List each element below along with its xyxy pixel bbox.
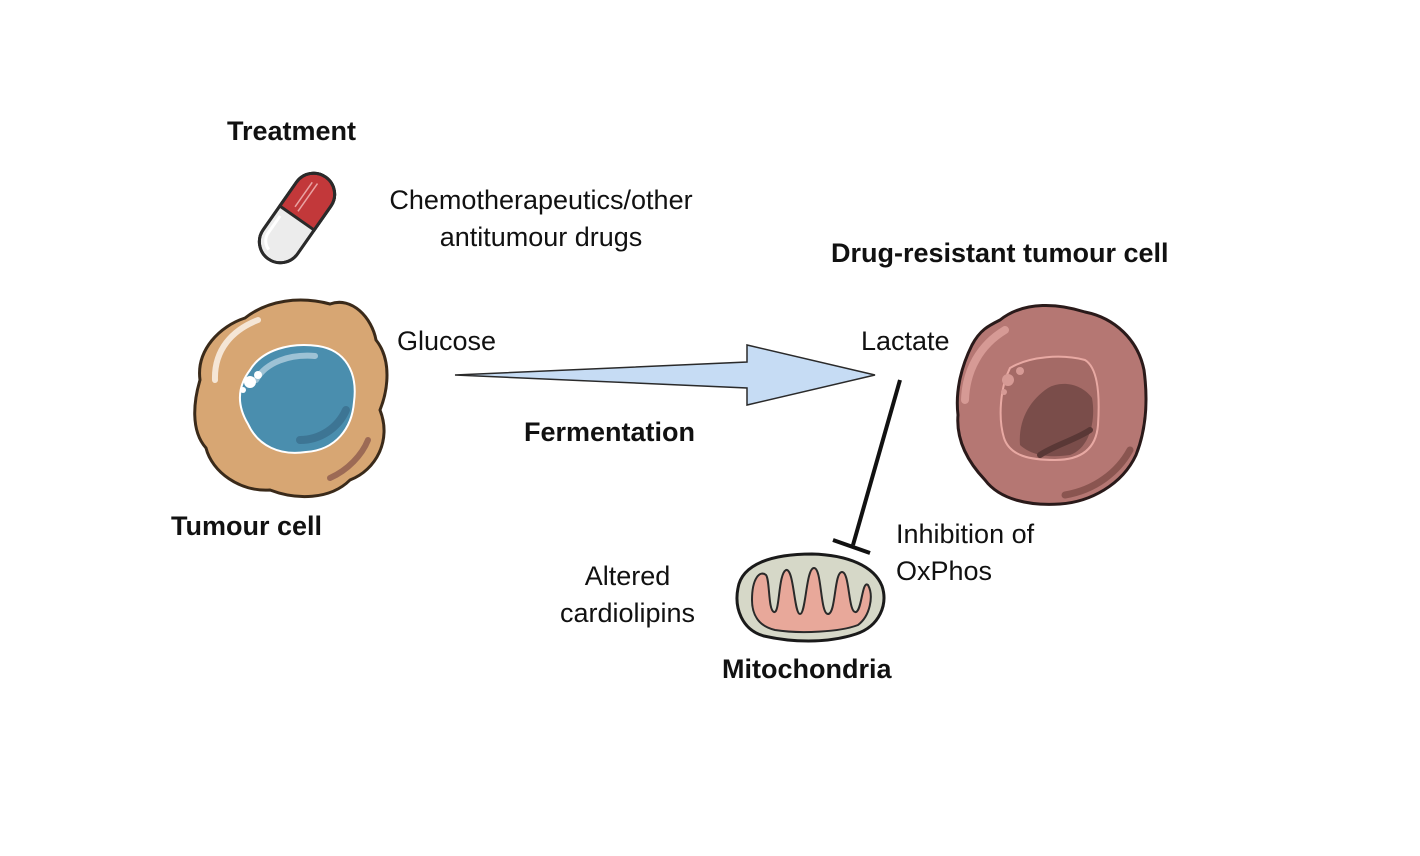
inhibition-label: Inhibition of OxPhos xyxy=(896,519,1034,587)
glucose-label: Glucose xyxy=(397,326,497,356)
inhibition-label-line1: Inhibition of xyxy=(896,519,1035,549)
drug-resistant-cell-icon xyxy=(955,304,1148,506)
mitochondria-icon xyxy=(735,552,886,643)
resistant-cell-label: Drug-resistant tumour cell xyxy=(831,238,1169,268)
treatment-title: Treatment xyxy=(227,116,357,146)
tumour-cell-label: Tumour cell xyxy=(171,511,323,541)
tumour-cell-icon xyxy=(193,298,389,499)
cardiolipins-label: Altered cardiolipins xyxy=(540,561,715,629)
lactate-label: Lactate xyxy=(861,326,950,356)
inhibition-label-line2: OxPhos xyxy=(896,556,993,587)
mitochondria-label: Mitochondria xyxy=(722,654,892,684)
fermentation-label: Fermentation xyxy=(524,417,696,447)
drug-label-line1: Chemotherapeutics/other xyxy=(389,185,693,215)
drug-label-line2: antitumour drugs xyxy=(439,222,643,253)
pill-capsule-icon xyxy=(257,171,337,265)
inhibition-bar-icon xyxy=(832,379,902,555)
cardiolipins-line2: cardiolipins xyxy=(559,598,696,629)
cardiolipins-line1: Altered xyxy=(584,561,671,591)
fermentation-arrow-icon xyxy=(454,344,876,406)
drug-label: Chemotherapeutics/other antitumour drugs xyxy=(356,185,726,253)
